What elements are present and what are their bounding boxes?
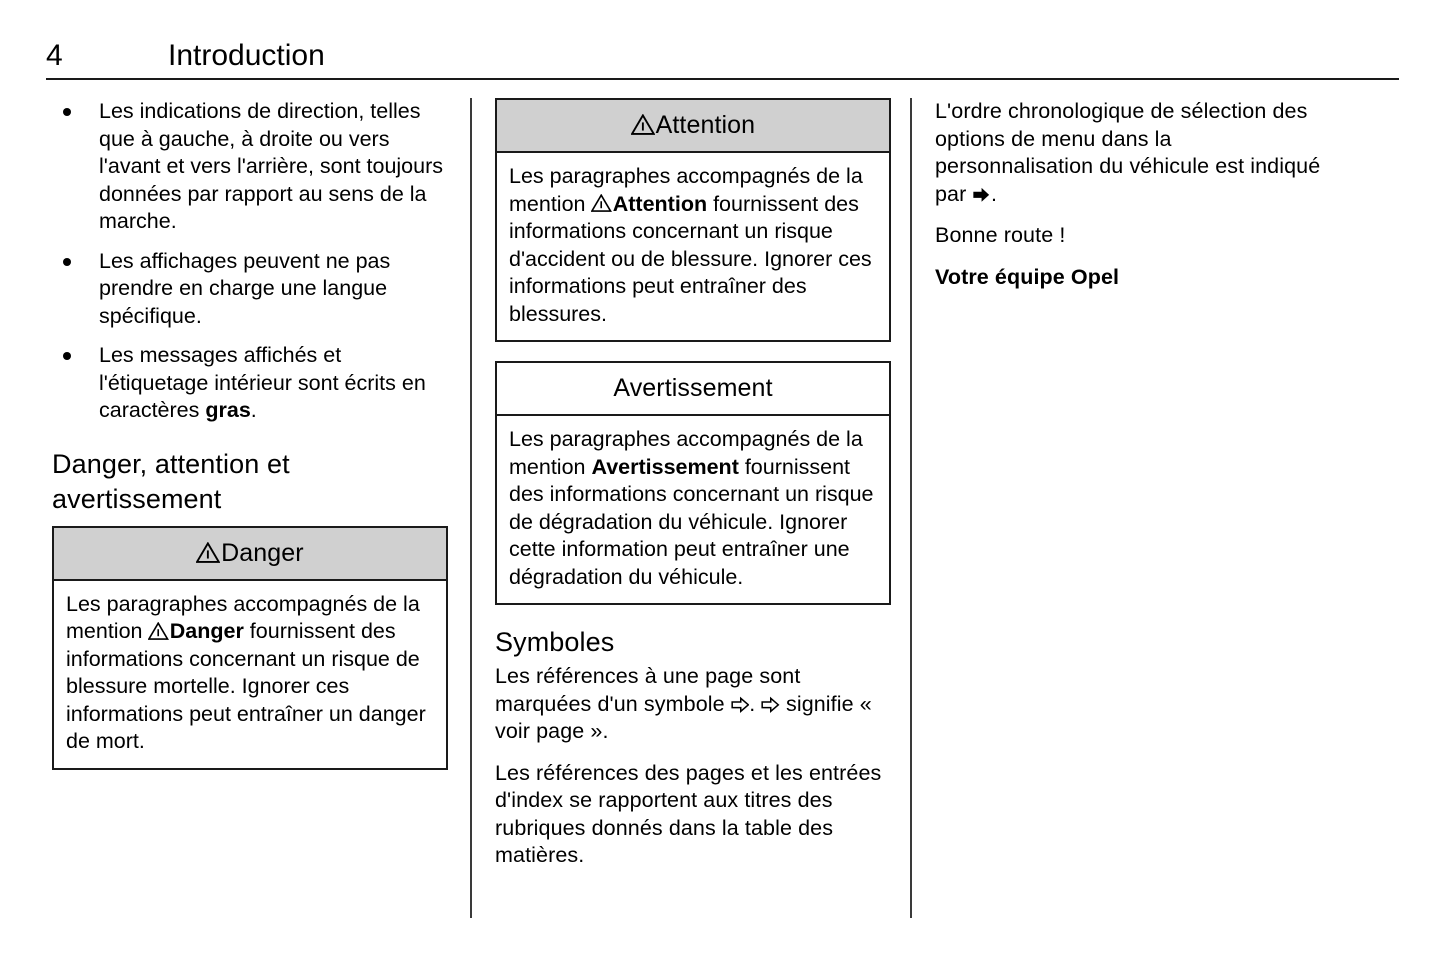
menu-order-tail: . [990,181,998,206]
attention-notice-body: Les paragraphes accompagnés de la mentio… [497,153,889,340]
symboles-paragraph-2: Les références des pages et les entrées … [495,760,882,868]
page-reference-arrow-icon [761,696,780,714]
warning-triangle-icon [196,541,221,563]
menu-step-arrow-icon [972,186,990,204]
symboles-p1-mid: . [749,691,762,716]
avertissement-body-tail: fournissent des informations concernant … [509,454,874,589]
avertissement-body-lead: Les paragraphes accompagnés de la mentio… [509,427,863,479]
closing-greeting: Bonne route ! [935,223,1066,247]
intro-bullet-list: Les indications de direction, telles que… [52,98,448,425]
menu-order-paragraph: L'ordre chronologique de sélection des o… [935,98,1335,208]
danger-notice-title: Danger [221,538,304,567]
section-heading-symboles: Symboles [495,627,615,657]
column-divider-2 [910,98,912,918]
page-header: 4 Introduction [46,38,1399,80]
avertissement-notice-header: Avertissement [497,363,889,416]
header-rule [46,78,1399,80]
attention-body-label: Attention [612,191,708,216]
list-item-emphasis: gras [205,398,251,422]
column-1: Les indications de direction, telles que… [52,98,448,770]
list-item-text: Les messages affichés et l'étiquetage in… [99,343,426,422]
bullet-dot-icon [63,108,71,116]
column-divider-1 [470,98,472,918]
bullet-dot-icon [63,257,71,266]
attention-notice-title: Attention [655,111,756,139]
page-reference-arrow-icon [731,696,750,714]
menu-order-lead: L'ordre chronologique de sélection des o… [935,99,1321,206]
list-item-text-tail: . [250,398,257,422]
danger-body-tail: fournissent des informations concernant … [66,619,426,753]
column-2: Attention Les paragraphes accompagnés de… [495,98,891,870]
danger-notice-box: Danger Les paragraphes accompagnés de la… [52,525,448,770]
symboles-paragraph-1: Les références à une page sont marquées … [495,663,891,746]
list-item-text: Les affichages peuvent ne pas prendre en… [99,248,391,328]
danger-notice-body: Les paragraphes accompagnés de la mentio… [54,581,446,768]
section-heading-danger-attention: Danger, attention et avertissement [52,448,290,514]
list-item: Les indications de direction, telles que… [52,98,448,236]
avertissement-notice-box: Avertissement Les paragraphes accompagné… [495,361,891,605]
page-number: 4 [46,39,63,72]
signature: Votre équipe Opel [935,264,1120,289]
column-3: L'ordre chronologique de sélection des o… [935,98,1335,291]
list-item: Les affichages peuvent ne pas prendre en… [52,248,448,331]
warning-triangle-icon [148,621,169,640]
warning-triangle-icon [630,114,655,135]
attention-notice-header: Attention [497,100,889,153]
list-item-text: Les indications de direction, telles que… [99,99,443,233]
avertissement-notice-title: Avertissement [613,374,773,402]
avertissement-body-label: Avertissement [591,454,739,479]
danger-body-lead: Les paragraphes accompagnés de la mentio… [66,591,420,644]
danger-notice-header: Danger [54,527,446,581]
chapter-title: Introduction [168,39,325,72]
list-item: Les messages affichés et l'étiquetage in… [52,342,448,425]
avertissement-notice-body: Les paragraphes accompagnés de la mentio… [497,416,889,603]
bullet-dot-icon [63,352,71,360]
warning-triangle-icon [591,194,612,213]
symboles-p1-lead: Les références à une page sont marquées … [495,664,801,716]
attention-notice-box: Attention Les paragraphes accompagnés de… [495,98,891,342]
symboles-p1-tail: signifie « voir page ». [495,691,872,744]
attention-body-tail: fournissent des informations concernant … [509,191,872,326]
danger-body-label: Danger [169,619,244,643]
attention-body-lead: Les paragraphes accompagnés de la mentio… [509,164,863,216]
